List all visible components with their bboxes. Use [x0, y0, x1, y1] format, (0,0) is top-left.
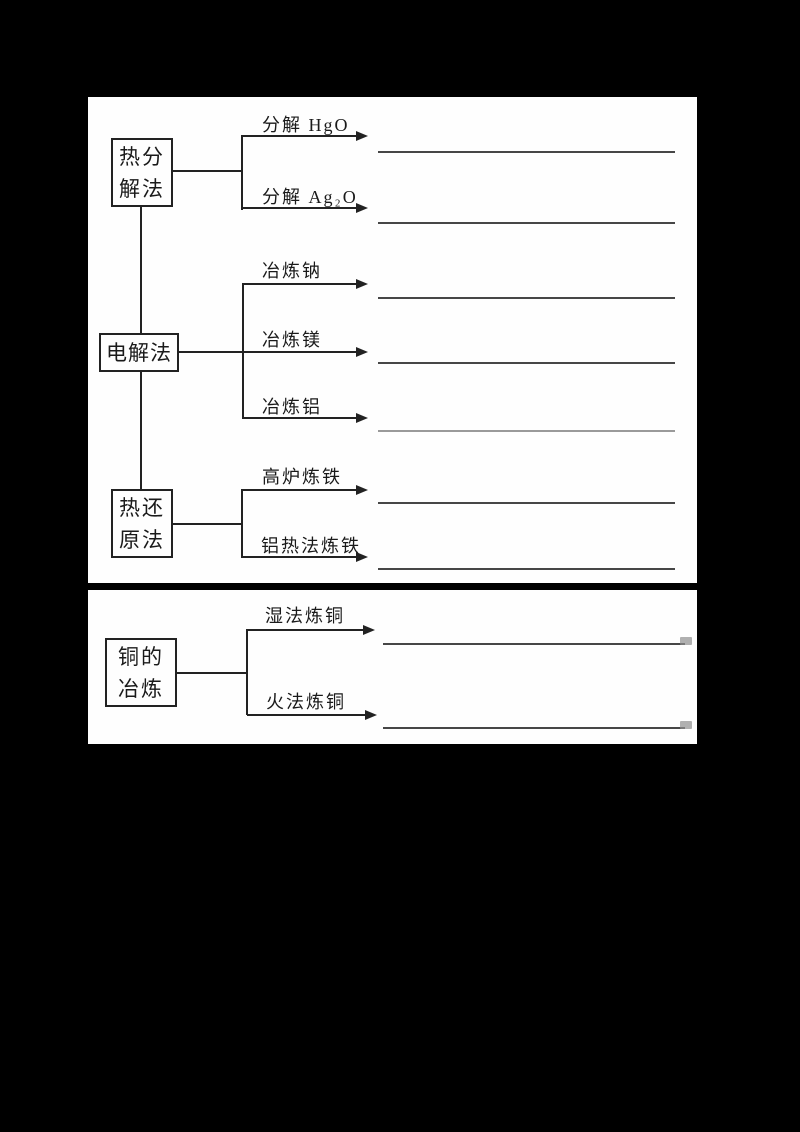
fill-in-blank-line	[378, 151, 675, 153]
branch-rail-thermal-decomposition	[241, 135, 243, 210]
arrow-right-icon	[247, 710, 377, 720]
box-thermal-reduction-method: 热还 原法	[111, 489, 173, 558]
branch-label-smelt-aluminum: 冶炼铝	[262, 397, 322, 417]
branch-rail-copper-smelting	[246, 629, 248, 715]
arrow-right-icon	[247, 625, 375, 635]
branch-label-pyro-copper: 火法炼铜	[266, 692, 346, 712]
fill-in-blank-line	[378, 222, 675, 224]
branch-label-smelt-sodium: 冶炼钠	[262, 261, 322, 281]
arrow-right-icon	[241, 552, 368, 562]
branch-rail-thermal-reduction	[241, 489, 243, 558]
scan-smudge	[680, 721, 692, 729]
spine-connector-top	[140, 207, 142, 333]
branch-label-thermite-iron: 铝热法炼铁	[261, 536, 361, 556]
connector-electrolysis	[179, 351, 243, 353]
branch-label-smelt-magnesium: 冶炼镁	[262, 330, 322, 350]
branch-label-wet-copper: 湿法炼铜	[265, 606, 345, 626]
fill-in-blank-line	[378, 430, 675, 432]
fill-in-blank-line	[378, 297, 675, 299]
connector-copper-smelting	[177, 672, 247, 674]
box-thermal-decomposition-method: 热分 解法	[111, 138, 173, 207]
arrow-right-icon	[242, 131, 368, 141]
fill-in-blank-line	[378, 568, 675, 570]
branch-label-decompose-ag2o: 分解 Ag₂O	[262, 187, 358, 207]
arrow-right-icon	[243, 279, 368, 289]
arrow-right-icon	[243, 413, 368, 423]
panel-metal-smelting-flowchart: 热分 解法 电解法 热还 原法 分解 HgO 分解 Ag₂O 冶炼钠 冶炼镁 冶…	[88, 97, 697, 583]
box-electrolysis-method: 电解法	[99, 333, 179, 372]
spine-connector-bottom	[140, 372, 142, 489]
branch-label-decompose-hgo: 分解 HgO	[262, 115, 350, 135]
branch-label-blast-furnace-iron: 高炉炼铁	[262, 467, 342, 487]
fill-in-blank-line	[383, 727, 685, 729]
scan-smudge	[680, 637, 692, 645]
arrow-right-icon	[241, 485, 368, 495]
connector-thermal-decomposition	[173, 170, 242, 172]
fill-in-blank-line	[383, 643, 685, 645]
box-copper-smelting: 铜的 冶炼	[105, 638, 177, 707]
fill-in-blank-line	[378, 502, 675, 504]
fill-in-blank-line	[378, 362, 675, 364]
arrow-right-icon	[243, 347, 368, 357]
arrow-right-icon	[242, 203, 368, 213]
panel-copper-smelting-flowchart: 铜的 冶炼 湿法炼铜 火法炼铜	[88, 590, 697, 744]
connector-thermal-reduction	[173, 523, 242, 525]
